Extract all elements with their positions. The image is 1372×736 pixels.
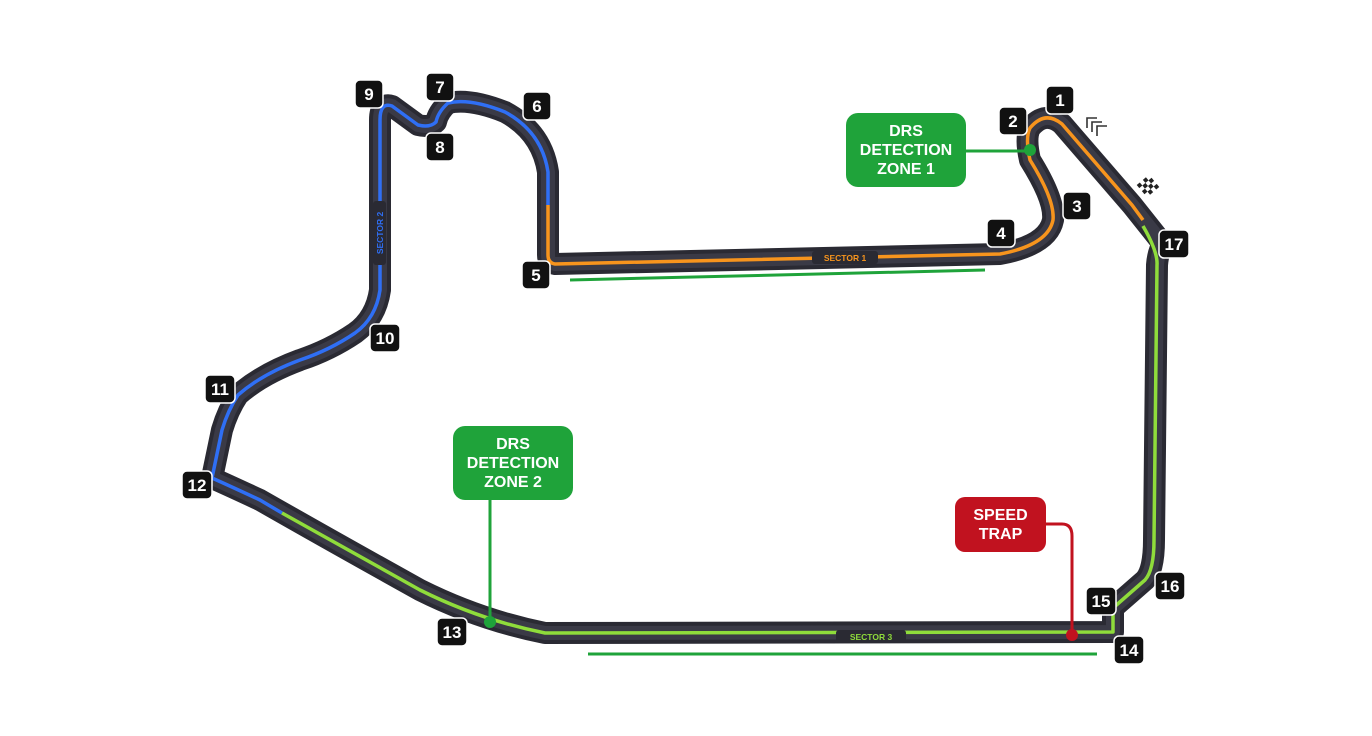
drs2-line1: DRS — [496, 435, 530, 453]
drs1-line2: DETECTION — [859, 141, 953, 159]
drs-zone-1-line — [569, 268, 986, 282]
sector-3-line — [281, 225, 1159, 635]
svg-text:SECTOR 1: SECTOR 1 — [824, 253, 867, 263]
turn-badge-15: 15 — [1085, 586, 1117, 616]
turn-number: 9 — [364, 85, 373, 104]
turn-number: 4 — [996, 224, 1006, 243]
turn-badge-3: 3 — [1062, 191, 1092, 221]
speed-trap-line2: TRAP — [978, 525, 1023, 543]
turn-number: 1 — [1055, 91, 1064, 110]
turn-number: 12 — [188, 476, 207, 495]
drs2-marker — [484, 616, 496, 628]
drs-detection-zone-1-callout: DRS DETECTION ZONE 1 — [846, 113, 966, 187]
drs-detection-zone-2-callout: DRS DETECTION ZONE 2 — [453, 426, 573, 500]
turn-badge-8: 8 — [425, 132, 455, 162]
drs1-marker — [1024, 144, 1036, 156]
turn-badge-9: 9 — [354, 79, 384, 109]
drs1-line1: DRS — [889, 122, 923, 140]
drs1-line3: ZONE 1 — [877, 160, 935, 178]
turn-number: 13 — [443, 623, 462, 642]
turn-badge-16: 16 — [1154, 571, 1186, 601]
turn-badge-5: 5 — [521, 260, 551, 290]
turn-number: 16 — [1161, 577, 1180, 596]
turn-badge-2: 2 — [998, 106, 1028, 136]
turn-number: 17 — [1165, 235, 1184, 254]
turn-number: 6 — [532, 97, 541, 116]
turn-number: 3 — [1072, 197, 1081, 216]
turn-number: 11 — [211, 380, 229, 399]
turn-badge-14: 14 — [1113, 635, 1145, 665]
turn-number: 14 — [1120, 641, 1139, 660]
checkered-flag-icon — [1136, 177, 1160, 195]
sector-3-label: SECTOR 3 — [836, 630, 906, 643]
sector-1-line — [546, 116, 1145, 266]
turn-badge-13: 13 — [436, 617, 468, 647]
turn-number: 2 — [1008, 112, 1017, 131]
turn-badge-6: 6 — [522, 91, 552, 121]
turn-badge-10: 10 — [369, 323, 401, 353]
turn-badge-17: 17 — [1158, 229, 1190, 259]
turn-badge-7: 7 — [425, 72, 455, 102]
svg-text:SECTOR 2: SECTOR 2 — [375, 212, 385, 255]
turn-number: 15 — [1092, 592, 1111, 611]
turn-badge-1: 1 — [1045, 85, 1075, 115]
speed-trap-marker — [1066, 629, 1078, 641]
sector-2-label: SECTOR 2 — [373, 201, 386, 265]
speed-trap-line1: SPEED — [973, 506, 1028, 524]
speed-trap-connector — [1045, 522, 1074, 634]
svg-text:SECTOR 3: SECTOR 3 — [850, 632, 893, 642]
turn-number: 5 — [531, 266, 540, 285]
turn-badge-12: 12 — [181, 470, 213, 500]
speed-trap-callout: SPEED TRAP — [955, 497, 1046, 552]
turn-number: 8 — [435, 138, 444, 157]
drs2-line2: DETECTION — [466, 454, 560, 472]
drs2-line3: ZONE 2 — [484, 473, 542, 491]
turn-badge-11: 11 — [204, 374, 236, 404]
turn-badge-4: 4 — [986, 218, 1016, 248]
sector-1-label: SECTOR 1 — [812, 251, 878, 264]
turn-number: 10 — [376, 329, 395, 348]
turn-number: 7 — [435, 78, 444, 97]
direction-chevrons-icon — [1086, 117, 1107, 136]
